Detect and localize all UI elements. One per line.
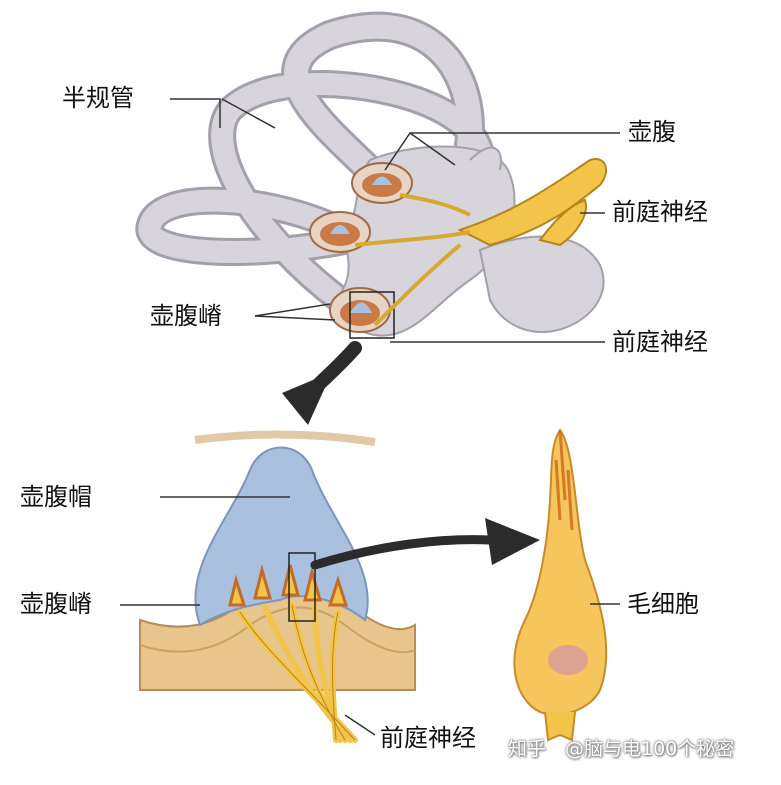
label-crista-ampullaris-top: 壶腹嵴	[150, 302, 222, 330]
watermark-platform: 知乎	[508, 738, 547, 760]
label-vestibular-nerve-1: 前庭神经	[612, 198, 708, 226]
ampulla-upper	[351, 162, 413, 204]
arrow-right-icon	[310, 518, 540, 570]
ampulla-lower	[329, 287, 395, 339]
hair-cell	[513, 428, 608, 742]
ampulla-middle	[309, 211, 371, 253]
label-ampulla: 壶腹	[628, 118, 676, 146]
watermark-author: @脑与电100个秘密	[565, 738, 735, 760]
label-hair-cell: 毛细胞	[627, 590, 699, 618]
leader-lines-top	[170, 98, 620, 343]
label-semicircular-canals: 半规管	[62, 84, 134, 112]
label-cupula: 壶腹帽	[20, 483, 92, 511]
arrow-down-icon	[282, 341, 362, 425]
semicircular-canals	[135, 11, 494, 314]
vestibular-nerve-top	[354, 158, 608, 327]
label-crista-ampullaris-bottom: 壶腹嵴	[20, 590, 92, 618]
label-vestibular-nerve-3: 前庭神经	[380, 724, 476, 752]
label-vestibular-nerve-2: 前庭神经	[612, 328, 708, 356]
leader-lines-bottom	[120, 496, 620, 736]
crista-section	[139, 430, 416, 743]
